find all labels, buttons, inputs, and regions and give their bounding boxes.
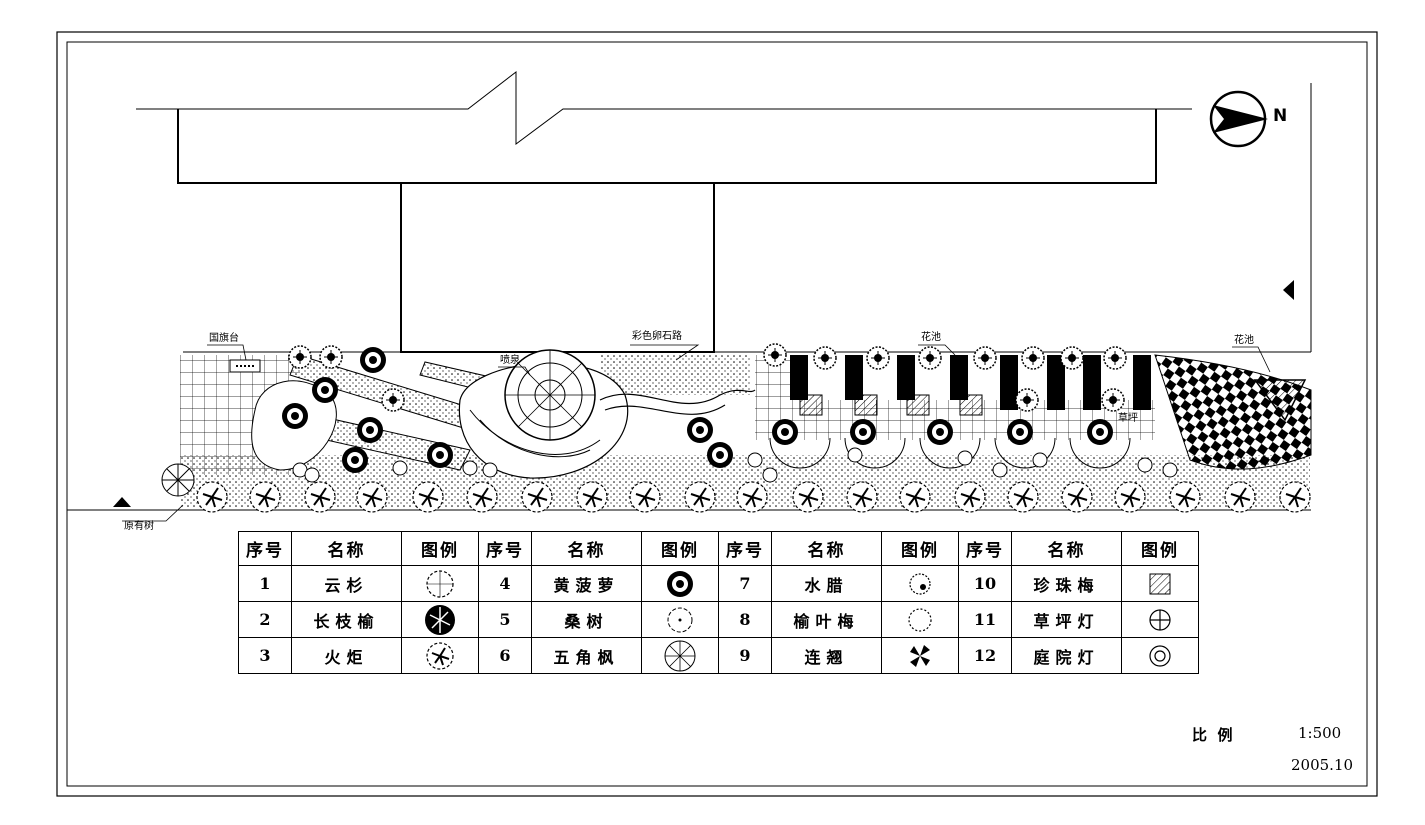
legend-name: 长枝榆 <box>291 601 402 638</box>
legend-name: 黄菠萝 <box>531 565 642 602</box>
privet-icon <box>881 565 959 602</box>
header-num: 序号 <box>718 531 772 566</box>
north-label: N <box>1273 106 1288 126</box>
legend-name: 五角枫 <box>531 637 642 674</box>
header-num: 序号 <box>958 531 1012 566</box>
legend-num: 6 <box>478 637 532 674</box>
legend-name: 珍珠梅 <box>1011 565 1122 602</box>
lawn-lamp-icon <box>1121 601 1199 638</box>
legend-num: 12 <box>958 637 1012 674</box>
north-arrow-icon <box>1209 90 1268 148</box>
torch-tree-icon <box>401 637 479 674</box>
flag-platform-label: 国旗台 <box>209 333 239 344</box>
header-name: 名称 <box>1011 531 1122 566</box>
plant-legend-table: 序号 名称 图例 序号 名称 图例 序号 名称 图例 序号 名称 图例 1 云杉… <box>238 531 1199 674</box>
drawing-date: 2005.10 <box>1291 756 1354 774</box>
legend-name: 榆叶梅 <box>771 601 882 638</box>
legend-row: 1 云杉 4 黄菠萝 7 水腊 10 珍珠梅 <box>238 565 1199 602</box>
header-name: 名称 <box>771 531 882 566</box>
header-symbol: 图例 <box>401 531 479 566</box>
forsythia-icon <box>881 637 959 674</box>
legend-row: 3 火炬 6 五角枫 9 连翘 12 庭院灯 <box>238 637 1199 674</box>
scale-label: 比 例 <box>1192 726 1233 744</box>
legend-name: 庭院灯 <box>1011 637 1122 674</box>
legend-num: 10 <box>958 565 1012 602</box>
garden-lamp-icon <box>1121 637 1199 674</box>
legend-num: 7 <box>718 565 772 602</box>
scale-value: 1:500 <box>1298 724 1342 742</box>
legend-num: 9 <box>718 637 772 674</box>
legend-name: 云杉 <box>291 565 402 602</box>
lawn-label: 草坪 <box>1118 413 1138 424</box>
cobble-path-label: 彩色卵石路 <box>632 331 682 342</box>
legend-num: 1 <box>238 565 292 602</box>
flower-bed-label-2: 花池 <box>1234 335 1254 346</box>
legend-row: 2 长枝榆 5 桑树 8 榆叶梅 11 草坪灯 <box>238 601 1199 638</box>
legend-name: 连翘 <box>771 637 882 674</box>
spruce-icon <box>401 565 479 602</box>
existing-tree-label: 原有树 <box>124 521 154 532</box>
legend-name: 水腊 <box>771 565 882 602</box>
header-num: 序号 <box>238 531 292 566</box>
legend-num: 2 <box>238 601 292 638</box>
fountain-plaza <box>458 349 629 479</box>
flowering-almond-icon <box>881 601 959 638</box>
amur-cork-icon <box>641 565 719 602</box>
header-symbol: 图例 <box>641 531 719 566</box>
header-name: 名称 <box>291 531 402 566</box>
mulberry-icon <box>641 601 719 638</box>
sorbaria-icon <box>1121 565 1199 602</box>
legend-name: 火炬 <box>291 637 402 674</box>
legend-num: 5 <box>478 601 532 638</box>
elm-icon <box>401 601 479 638</box>
legend-num: 11 <box>958 601 1012 638</box>
flower-bed-label-1: 花池 <box>921 332 941 343</box>
legend-name: 桑树 <box>531 601 642 638</box>
legend-name: 草坪灯 <box>1011 601 1122 638</box>
fountain-label: 喷泉 <box>500 355 520 366</box>
header-num: 序号 <box>478 531 532 566</box>
header-symbol: 图例 <box>881 531 959 566</box>
legend-num: 4 <box>478 565 532 602</box>
legend-num: 3 <box>238 637 292 674</box>
header-name: 名称 <box>531 531 642 566</box>
legend-header-row: 序号 名称 图例 序号 名称 图例 序号 名称 图例 序号 名称 图例 <box>238 531 1199 566</box>
maple-icon <box>641 637 719 674</box>
legend-num: 8 <box>718 601 772 638</box>
header-symbol: 图例 <box>1121 531 1199 566</box>
